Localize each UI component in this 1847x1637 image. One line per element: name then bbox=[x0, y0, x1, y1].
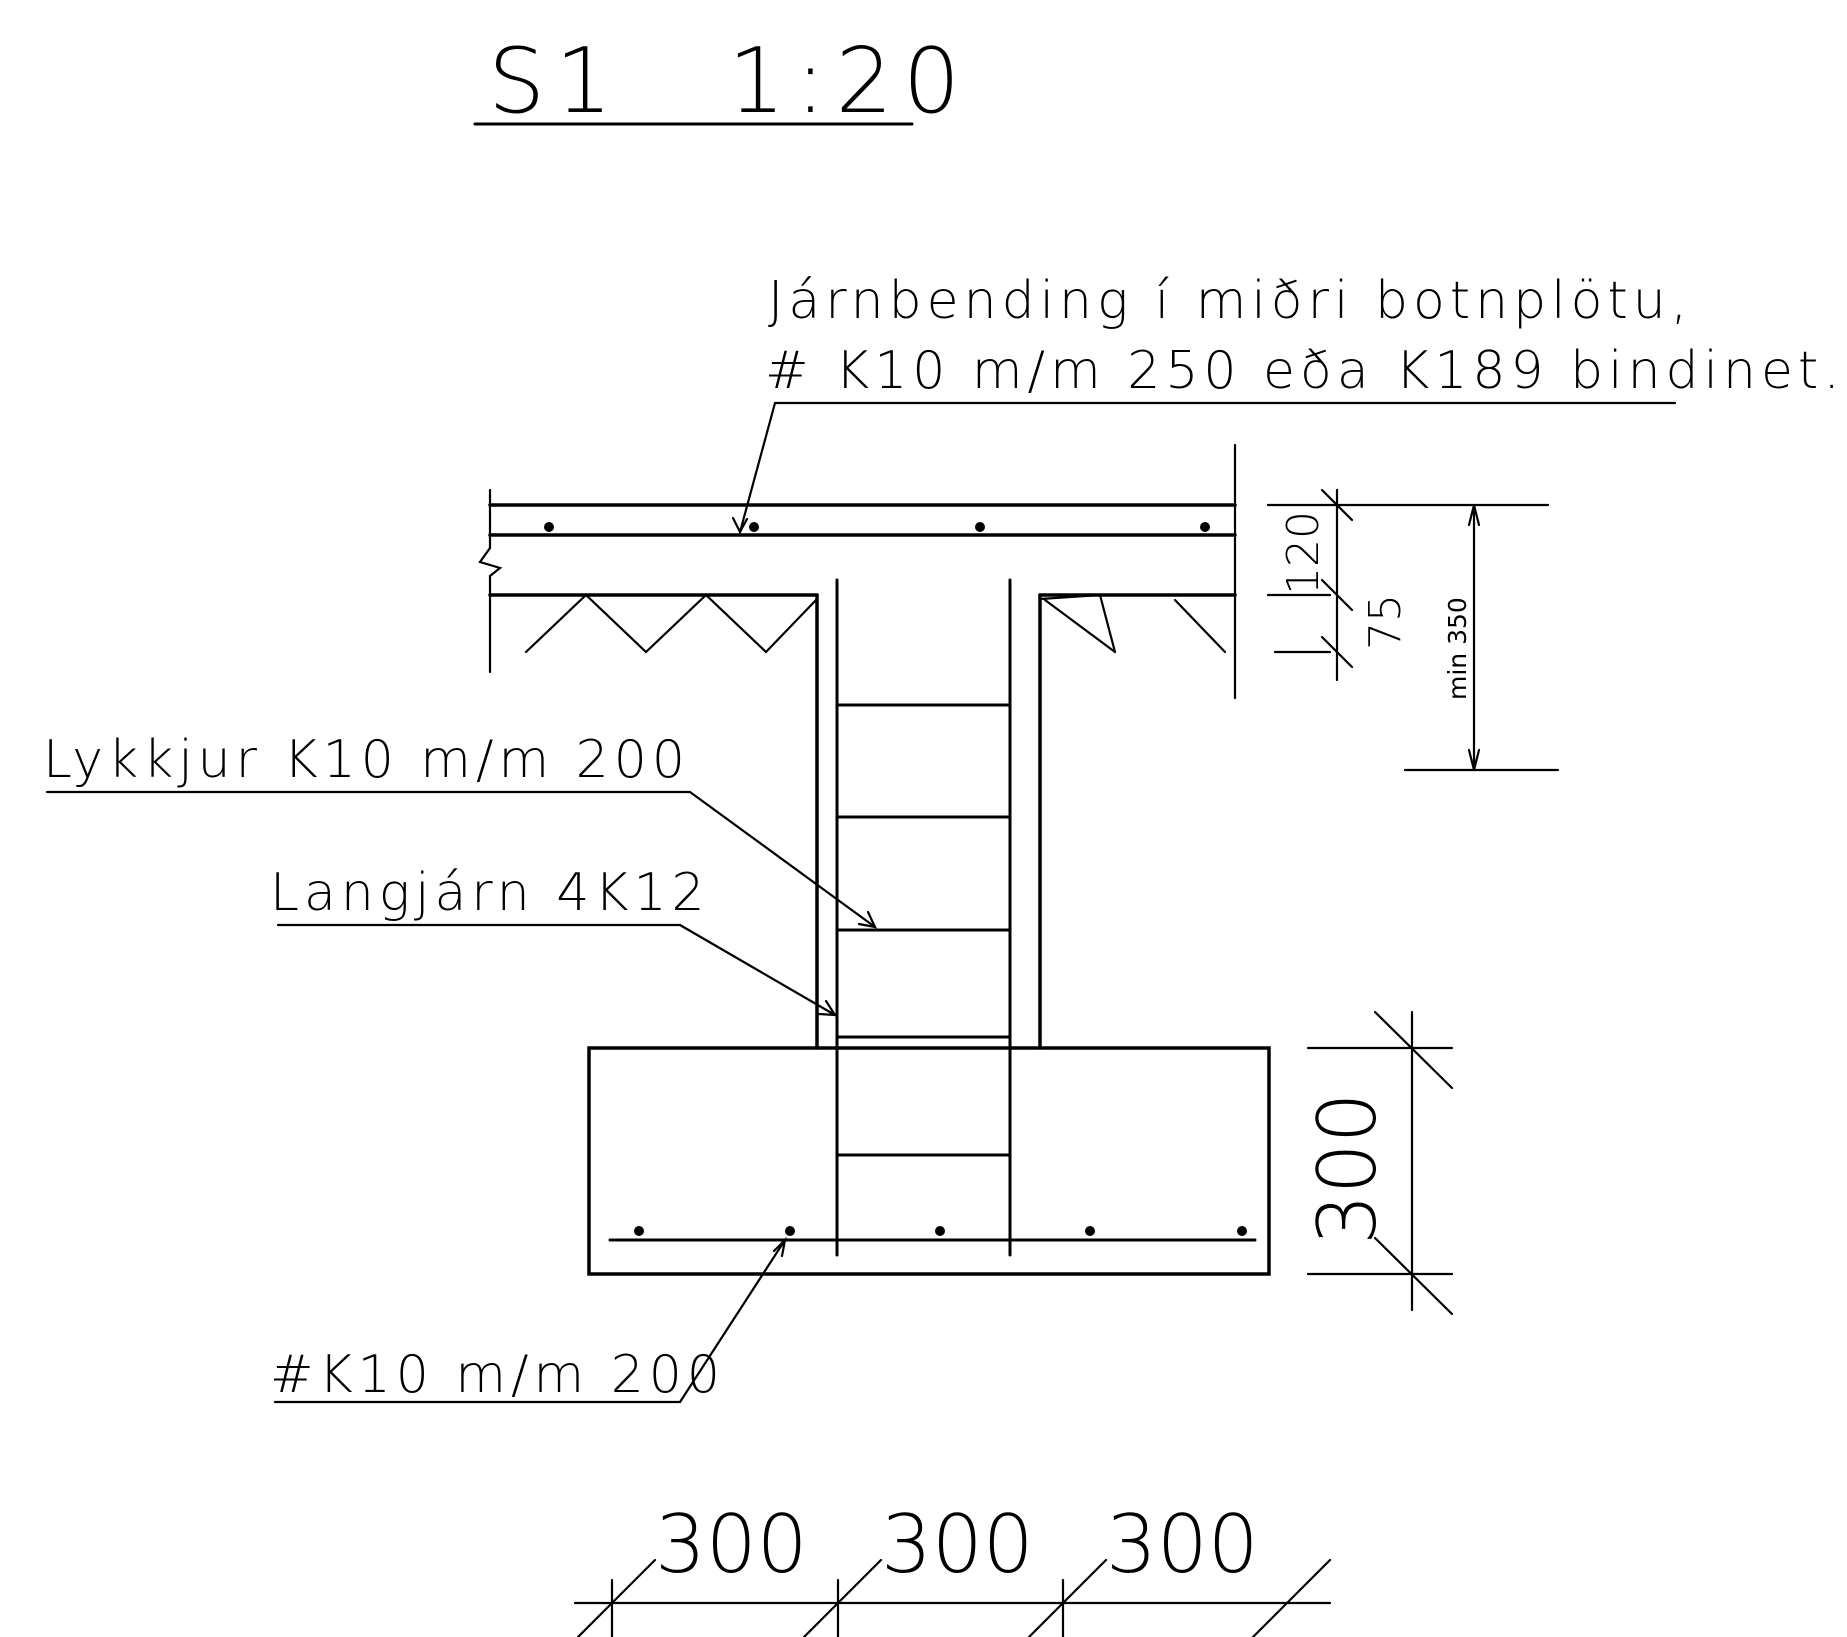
scale-label: 1:20 bbox=[728, 29, 970, 134]
insulation-zigzag-left bbox=[524, 593, 819, 654]
slab-rebar-note-line2: # K10 m/m 250 eða K189 bindinet. bbox=[765, 341, 1845, 401]
footing-height-label: 300 bbox=[1301, 1092, 1394, 1245]
slab-rebar-dot bbox=[1200, 522, 1210, 532]
dim-tick bbox=[1251, 1558, 1332, 1637]
insulation-hatch bbox=[524, 593, 1227, 654]
footing-rebar-dot bbox=[1085, 1226, 1095, 1236]
dim-tick bbox=[1320, 578, 1354, 612]
dim-tick bbox=[576, 1558, 657, 1637]
slab-dimension: 120 75 bbox=[1266, 488, 1550, 682]
slab-rebar-note-line1: Járnbending í miðri botnplötu, bbox=[768, 271, 1692, 331]
dim-tick bbox=[1373, 1236, 1454, 1316]
bottom-spacing-label: 300 bbox=[881, 1498, 1034, 1591]
footing bbox=[587, 1046, 1271, 1276]
footing-rebar-dot bbox=[1237, 1226, 1247, 1236]
insulation-diag bbox=[1043, 598, 1117, 654]
min-depth-dimension: min 350 bbox=[1403, 503, 1560, 772]
footing-height-dimension: 300 bbox=[1301, 1010, 1454, 1316]
stirrups-arrowhead bbox=[857, 910, 877, 929]
footing-outline bbox=[587, 1046, 1271, 1276]
dim-arrow-top bbox=[1467, 504, 1481, 527]
bottom-spacing-dimension: 300 300 300 bbox=[573, 1498, 1332, 1637]
dim-tick bbox=[1320, 635, 1354, 669]
section-label: S1 bbox=[488, 29, 622, 134]
slab-rebar-leader bbox=[738, 401, 777, 534]
slab-rebar-dot bbox=[975, 522, 985, 532]
slab-thickness-label: 120 bbox=[1278, 511, 1329, 595]
floor-slab bbox=[478, 443, 1237, 700]
break-symbol bbox=[478, 546, 503, 578]
dim-tick bbox=[1373, 1010, 1454, 1090]
insulation-diag bbox=[1173, 598, 1227, 654]
bottom-spacing-label: 300 bbox=[655, 1498, 808, 1591]
footing-mesh-note: #K10 m/m 200 bbox=[270, 1345, 725, 1405]
footing-mesh-arrowhead bbox=[772, 1236, 787, 1258]
longitudinal-bars-arrowhead bbox=[817, 999, 838, 1017]
footing-rebar-dot bbox=[785, 1226, 795, 1236]
dim-arrow-bottom bbox=[1467, 748, 1481, 771]
slab-rebar-dot bbox=[544, 522, 554, 532]
footing-rebar-dot bbox=[935, 1226, 945, 1236]
foundation-wall bbox=[815, 578, 1042, 1257]
dim-tick bbox=[802, 1558, 883, 1637]
title-block: S1 1:20 bbox=[473, 29, 970, 134]
longitudinal-bars-leader bbox=[678, 923, 837, 1017]
insulation-thickness-label: 75 bbox=[1360, 594, 1411, 650]
slab-rebar-arrowhead bbox=[731, 516, 749, 535]
slab-rebar-callout: Járnbending í miðri botnplötu, # K10 m/m… bbox=[731, 271, 1845, 535]
footing-mesh-leader bbox=[678, 1238, 787, 1404]
dim-tick bbox=[1027, 1558, 1108, 1637]
insulation-zigzag-right bbox=[1038, 593, 1117, 654]
bottom-spacing-label: 300 bbox=[1106, 1498, 1259, 1591]
slab-rebar-dot bbox=[749, 522, 759, 532]
stirrups-leader bbox=[688, 790, 877, 929]
stirrups-callout: Lykkjur K10 m/m 200 bbox=[43, 730, 877, 929]
footing-mesh-callout: #K10 m/m 200 bbox=[270, 1236, 787, 1405]
footing-rebar-dot bbox=[634, 1226, 644, 1236]
dim-tick bbox=[1320, 488, 1354, 522]
stirrups-note: Lykkjur K10 m/m 200 bbox=[43, 730, 690, 790]
longitudinal-bars-callout: Langjárn 4K12 bbox=[270, 863, 838, 1017]
longitudinal-bars-note: Langjárn 4K12 bbox=[270, 863, 710, 923]
min-depth-label: min 350 bbox=[1443, 597, 1472, 700]
